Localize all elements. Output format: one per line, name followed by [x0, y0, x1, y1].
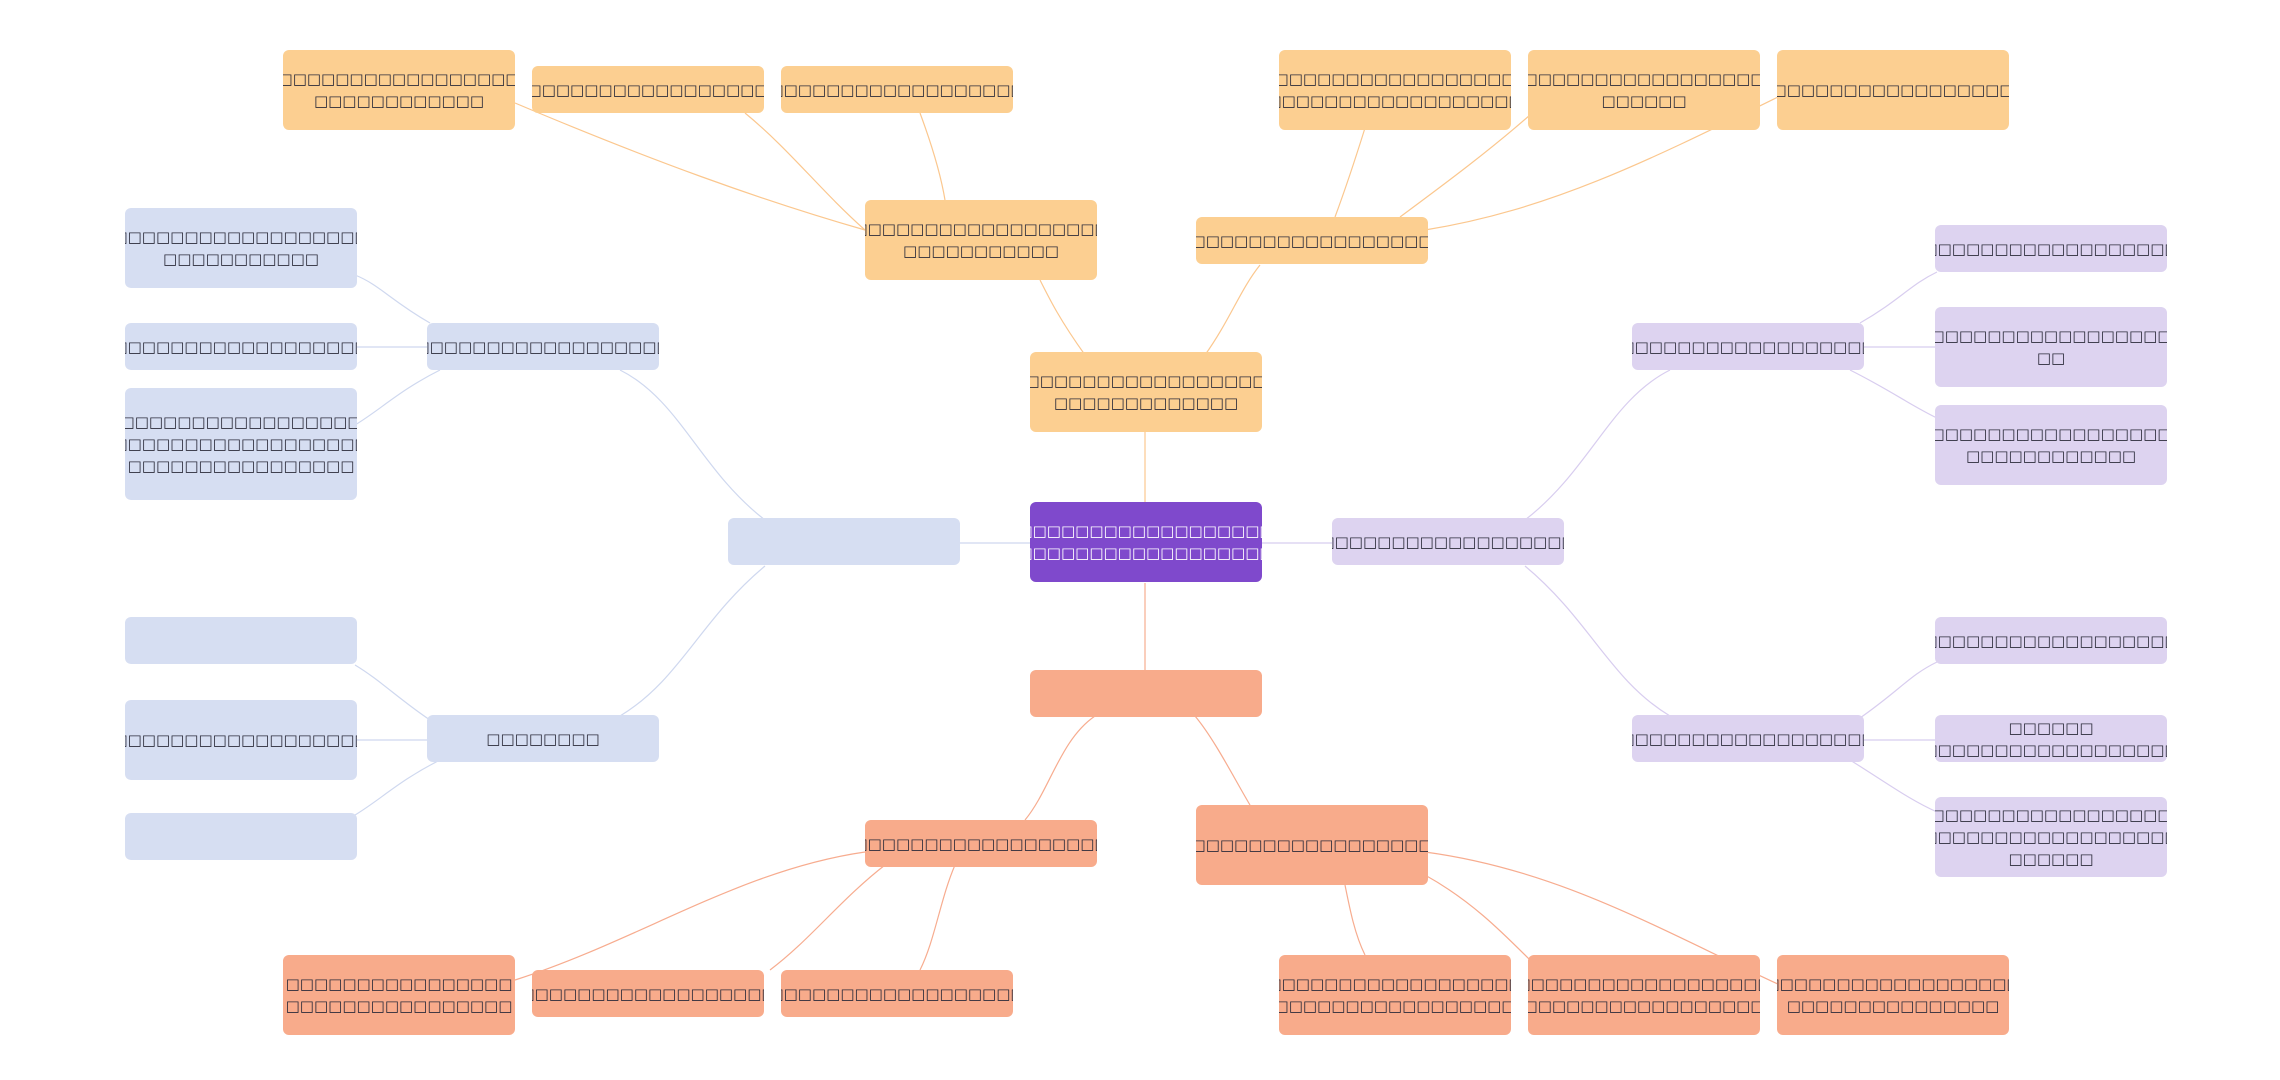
blue-top-child-3[interactable]: □□□□□□□□□□□□□□□□□ □□□□□□□□□□□□□□□□□□□□ □…: [125, 388, 357, 500]
link-orange-right: [1204, 264, 1261, 356]
orange-right-child-2[interactable]: □□□□□□□□□□□□□□□□□□□□□□□□□□□□□ □□□□□□: [1528, 50, 1760, 130]
link-purple-bottom-child-3: [1849, 759, 1938, 813]
link-salmon-right-child-2: [1424, 874, 1531, 961]
link-orange-left: [1039, 279, 1086, 356]
purple-bottom-child-2[interactable]: □□□□□□ □□□□□□□□□□□□□□□□□□: [1935, 715, 2167, 762]
link-purple-top-child-3: [1849, 369, 1938, 419]
link-blue-top: [619, 369, 766, 521]
link-orange-left-child-1: [514, 102, 866, 231]
orange-left-child-2[interactable]: □□□□□□□□□□□□□□□□□□□□□□□□□□□□□□□: [532, 66, 764, 113]
purple-branch-topic[interactable]: □□□□□□□□□□□□□□□□□□□□□□□□: [1332, 518, 1564, 565]
blue-bottom-child-1[interactable]: [125, 617, 357, 664]
salmon-right-child-2[interactable]: □□□□□□□□□□□□□□□□□□ □□□□□□□□□□□□□□□□□□□: [1528, 955, 1760, 1035]
orange-right-child-3[interactable]: □□□□□□□□□□□□□□□□□□□□□□□□□□□□□□□: [1777, 50, 2009, 130]
salmon-left-child-1[interactable]: □□□□□□□□□□□□□□□□ □□□□□□□□□□□□□□□□: [283, 955, 515, 1035]
link-purple-top-child-1: [1859, 271, 1938, 324]
link-salmon-left-child-1: [514, 851, 866, 981]
salmon-right-child-1[interactable]: □□□□□□□□□□□□□□□□□□□□□□□□□□□□□□□□□□□□□□ □…: [1279, 955, 1511, 1035]
link-blue-top-child-3: [354, 369, 441, 426]
link-orange-right-child-1: [1334, 127, 1366, 218]
link-blue-top-child-1: [354, 274, 431, 324]
salmon-subtopic-right[interactable]: □□□□□□□□□□□□□□□□□□□□□□□□□□□: [1196, 805, 1428, 885]
link-purple-bottom: [1524, 565, 1671, 717]
link-blue-bottom-child-1: [354, 664, 431, 721]
purple-subtopic-bottom[interactable]: □□□□□□□□□□□□□□□□□□□□: [1632, 715, 1864, 762]
orange-left-child-3[interactable]: □□□□□□□□□□□□□□□□□□□□□□□□□□□□□□□□□□□□: [781, 66, 1013, 113]
salmon-subtopic-left[interactable]: □□□□□□□□□□□□□□□□□□□□□□□□□□□□: [865, 820, 1097, 867]
salmon-right-child-3[interactable]: □□□□□□□□□□□□□□□□□□□□□□□□□□□□□□ □□□□□□□□□…: [1777, 955, 2009, 1035]
link-salmon-right-child-1: [1344, 884, 1366, 956]
link-blue-bottom-child-3: [354, 759, 441, 816]
purple-bottom-child-1[interactable]: □□□□□□□□□□□□□□□□□□□□: [1935, 617, 2167, 664]
blue-subtopic-bottom[interactable]: □□□□□□□□: [427, 715, 659, 762]
link-orange-left-child-2: [744, 112, 866, 231]
link-purple-top: [1524, 369, 1671, 521]
root-topic[interactable]: □□□□□□□□□□□□□□□□□□□□□□□□□□□□ □□□□□□□□□□□…: [1030, 502, 1262, 582]
purple-bottom-child-3[interactable]: □□□□□□□□□□□□□□□□□□□□□□□□□□□ □□□□□□□□□□□□…: [1935, 797, 2167, 877]
blue-top-child-1[interactable]: □□□□□□□□□□□□□□□□□□□□□□ □□□□□□□□□□□: [125, 208, 357, 288]
blue-subtopic-top[interactable]: □□□□□□□□□□□□□□□□□□□□□□: [427, 323, 659, 370]
purple-top-child-3[interactable]: □□□□□□□□□□□□□□□□□□□□□□□□□□□□□□□□□ □□□□□□…: [1935, 405, 2167, 485]
purple-subtopic-top[interactable]: □□□□□□□□□□□□□□□□□□□□□□: [1632, 323, 1864, 370]
blue-bottom-child-2[interactable]: □□□□□□□□□□□□□□□□□□□□□□□□□□□□□□□□□□□□: [125, 700, 357, 780]
blue-top-child-2[interactable]: □□□□□□□□□□□□□□□□□□□□□□□□□□□□□□□□□□□□□□□□: [125, 323, 357, 370]
link-blue-bottom: [619, 565, 766, 717]
orange-branch-topic[interactable]: □□□□□□□□□□□□□□□□□□□□□□□□□ □□□□□□□□□□□□□: [1030, 352, 1262, 432]
link-salmon-left-child-3: [919, 864, 956, 971]
salmon-left-child-2[interactable]: □□□□□□□□□□□□□□□□□□□□□□□□□□□□: [532, 970, 764, 1017]
orange-subtopic-left[interactable]: □□□□□□□□□□□□□□□□□□□□□□□□ □□□□□□□□□□□: [865, 200, 1097, 280]
link-purple-bottom-child-1: [1859, 661, 1938, 719]
orange-right-child-1[interactable]: □□□□□□□□□□□□□□□□□□□□□□□ □□□□□□□□□□□□□□□□…: [1279, 50, 1511, 130]
link-salmon-left-child-2: [769, 864, 886, 971]
link-orange-left-child-3: [919, 112, 946, 201]
link-orange-right-child-2: [1399, 114, 1531, 218]
purple-top-child-1[interactable]: □□□□□□□□□□□□□□□□□□□□□□□□□□□□□□□□: [1935, 225, 2167, 272]
link-salmon-right: [1194, 715, 1251, 806]
link-salmon-left: [1024, 715, 1096, 821]
purple-top-child-2[interactable]: □□□□□□□□□□□□□□□□□□□□□□□□□□□□□□□□□□□□□ □□: [1935, 307, 2167, 387]
salmon-left-child-3[interactable]: □□□□□□□□□□□□□□□□□□□□□□□□□□□□□□□□: [781, 970, 1013, 1017]
orange-left-child-1[interactable]: □□□□□□□□□□□□□□□□□□□□□□□□□ □□□□□□□□□□□□: [283, 50, 515, 130]
blue-branch-topic[interactable]: [728, 518, 960, 565]
blue-bottom-child-3[interactable]: [125, 813, 357, 860]
salmon-branch-topic[interactable]: [1030, 670, 1262, 717]
orange-subtopic-right[interactable]: □□□□□□□□□□□□□□□□□□□□□□□□□□□□□: [1196, 217, 1428, 264]
